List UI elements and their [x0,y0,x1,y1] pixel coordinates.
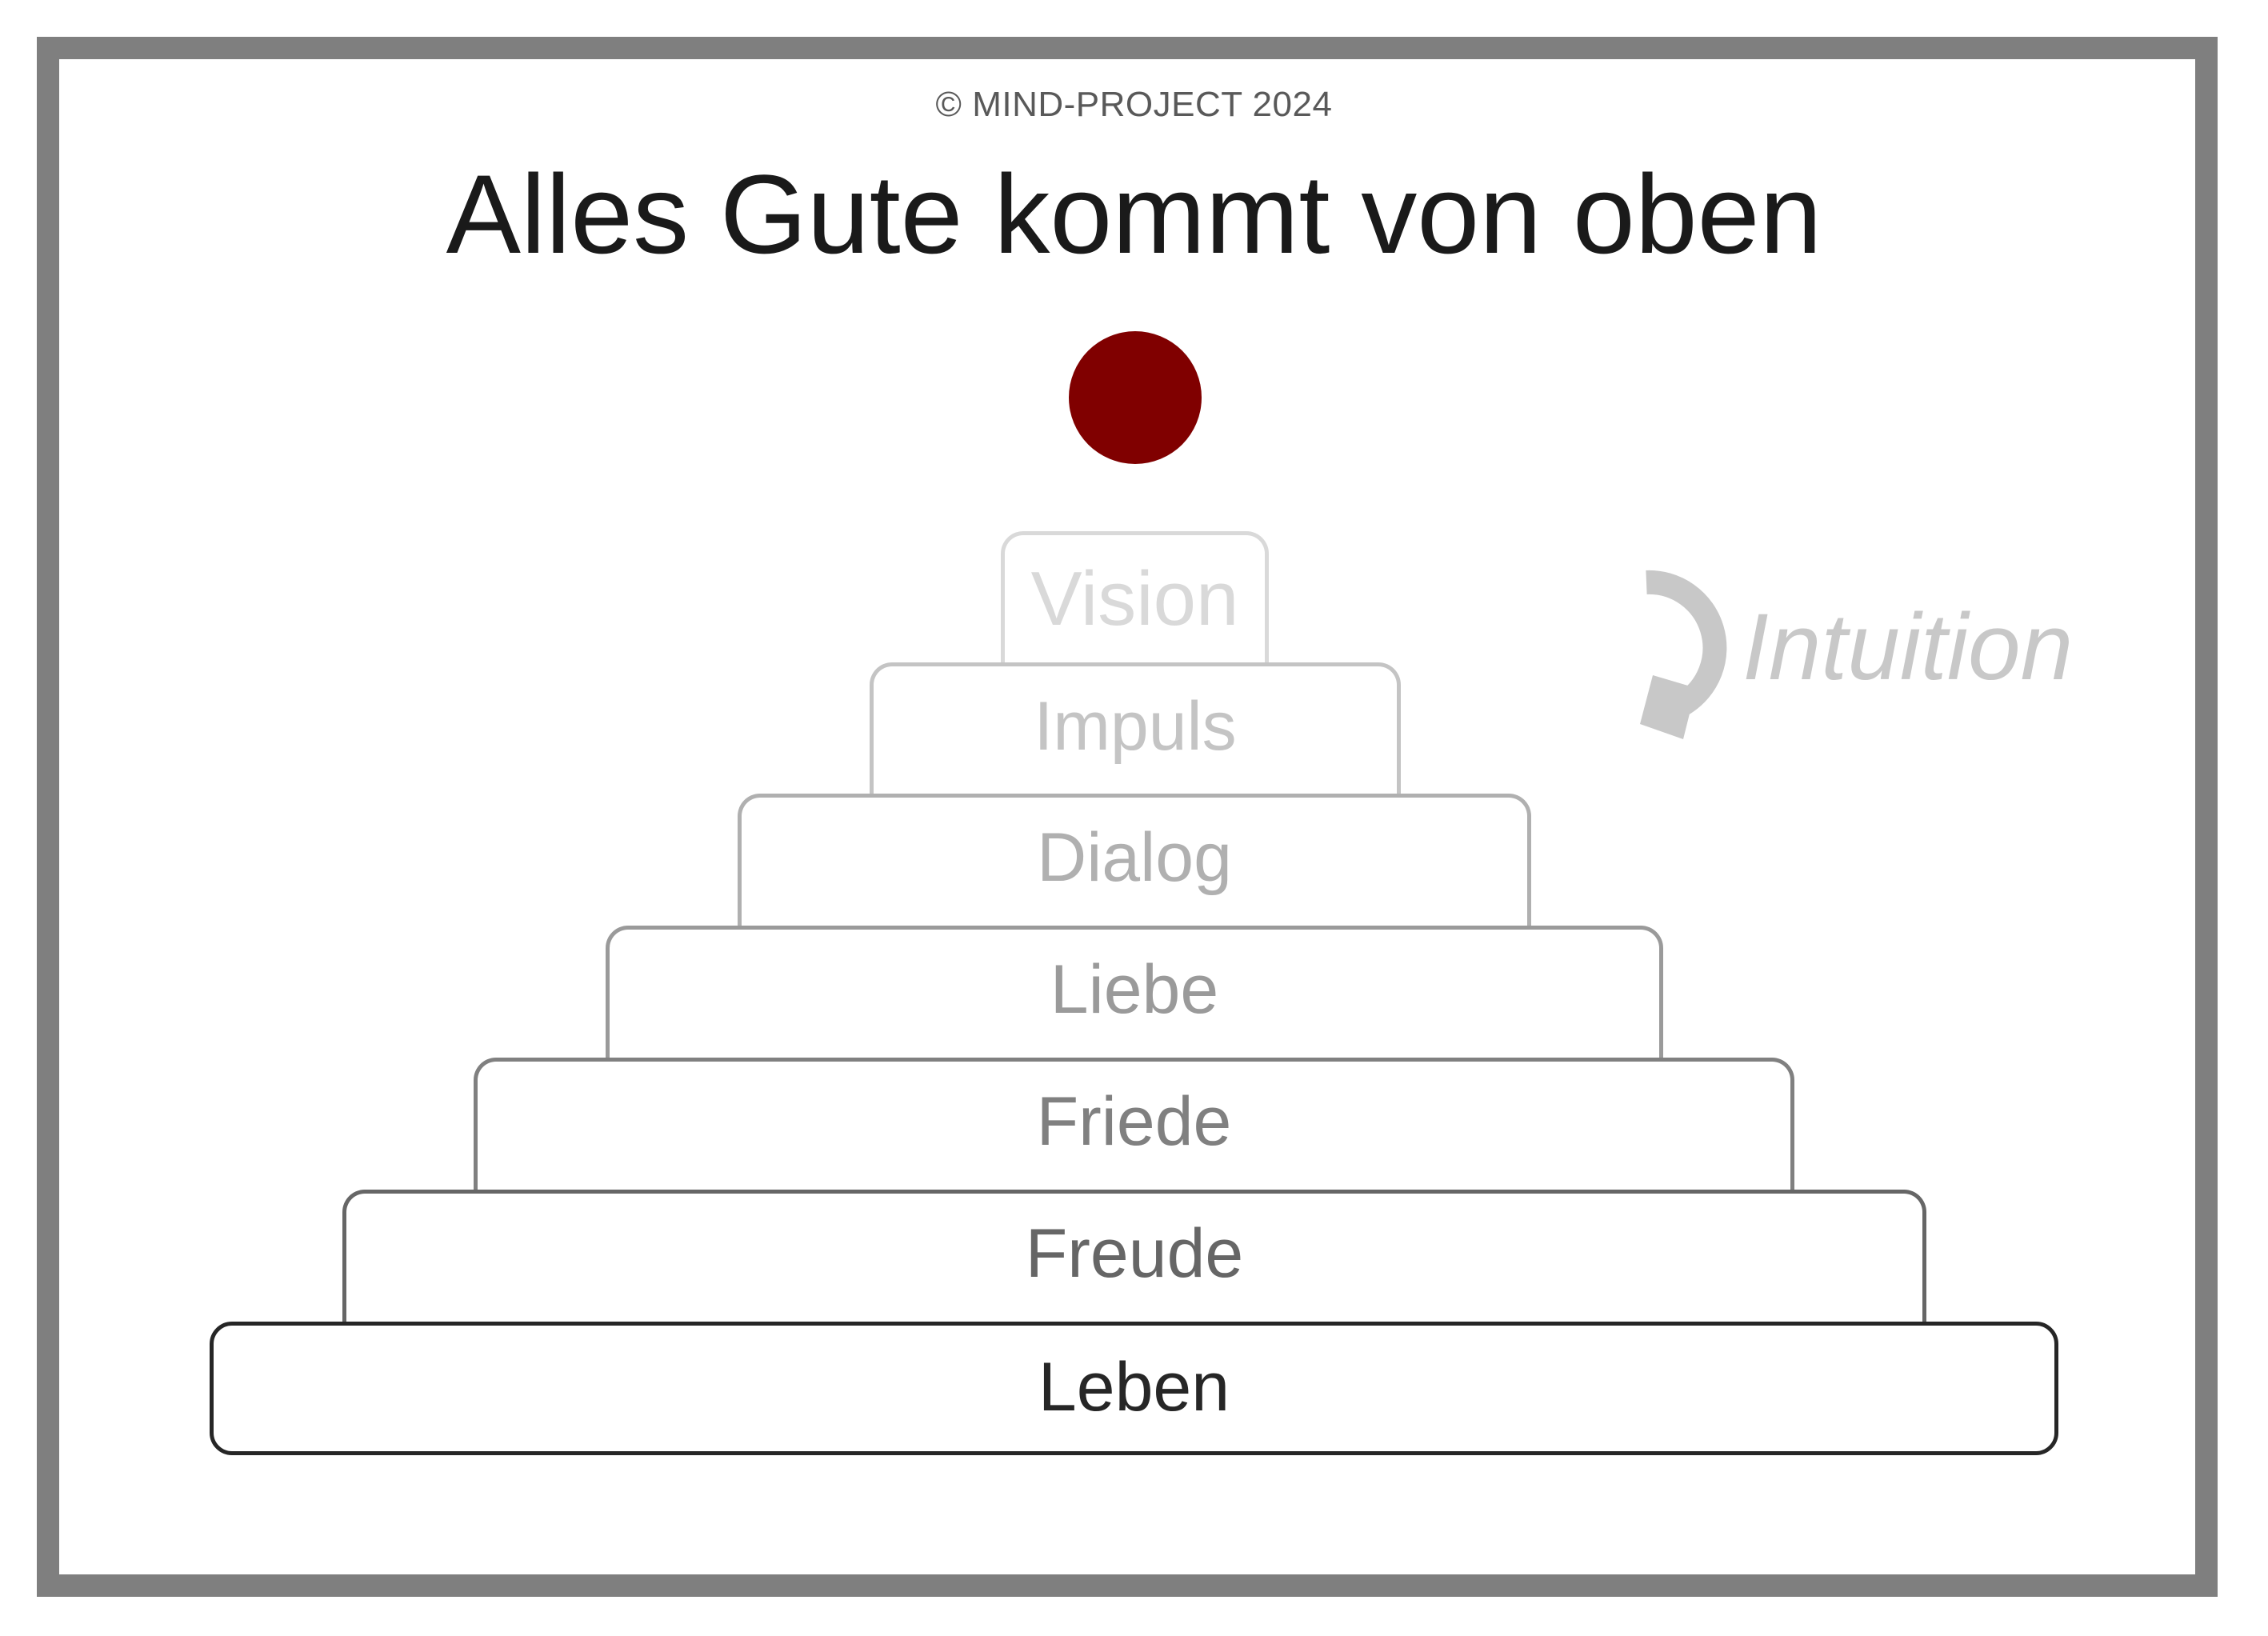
pyramid-step-liebe: Liebe [606,926,1663,1060]
intuition-label: Intuition [1742,594,2074,700]
pyramid-step-label: Freude [1025,1215,1244,1292]
pyramid-step-label: Dialog [1037,819,1232,896]
top-dot [1069,331,1202,464]
pyramid-step-vision: Vision [1001,531,1269,665]
page-title: Alles Gute kommt von oben [446,151,1822,277]
pyramid-step-dialog: Dialog [738,794,1531,928]
pyramid-step-friede: Friede [474,1058,1794,1192]
pyramid-step-impuls: Impuls [870,662,1401,796]
curved-arrow-down-icon [1640,570,1727,739]
pyramid-step-leben: Leben [210,1322,2058,1455]
pyramid-step-label: Leben [1038,1349,1230,1426]
copyright-text: © MIND-PROJECT 2024 [935,85,1333,124]
pyramid-step-label: Liebe [1050,951,1219,1028]
pyramid-step-label: Friede [1036,1083,1232,1160]
outer-frame [37,37,2218,1597]
pyramid-step-label: Vision [1030,556,1239,642]
pyramid-step-label: Impuls [1034,688,1237,765]
intuition-annotation: Intuition [1632,560,2080,752]
pyramid-step-freude: Freude [342,1190,1926,1324]
